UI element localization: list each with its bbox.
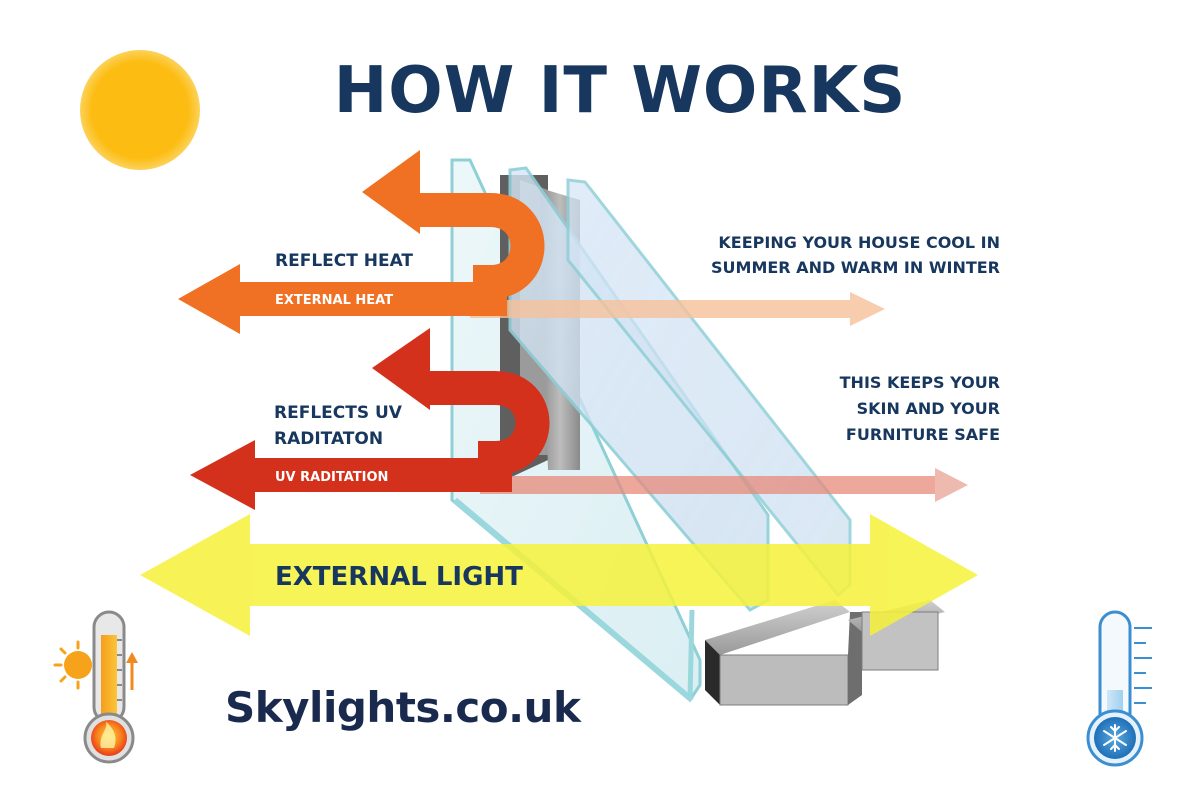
page-title: HOW IT WORKS	[334, 54, 907, 128]
hot-thermometer-icon	[53, 610, 138, 764]
brand-logo: Skylights.co.uk	[225, 683, 582, 732]
external-heat-arrow	[178, 264, 490, 334]
spacer-bar-shade-1	[848, 612, 862, 705]
uv-benefit-line-2: SKIN AND YOUR	[857, 399, 1000, 418]
cold-thermometer-icon	[1086, 610, 1152, 767]
uv-benefit-line-3: FURNITURE SAFE	[846, 425, 1000, 444]
external-light-arrow	[140, 514, 978, 636]
spacer-bar-end-1	[719, 654, 849, 706]
reflect-heat-label: REFLECT HEAT	[275, 251, 413, 271]
glass-edge-corner	[687, 609, 695, 701]
uv-pass-through-arrow	[480, 468, 968, 502]
external-heat-label: EXTERNAL HEAT	[275, 293, 393, 308]
reflect-uv-line-1: REFLECTS UV	[274, 403, 403, 423]
snowflake-icon	[1103, 724, 1127, 752]
spacer-bar-top-1	[705, 600, 850, 655]
heat-benefit-line-1: KEEPING YOUR HOUSE COOL IN	[718, 233, 1000, 252]
heat-reflect-curve	[420, 193, 545, 316]
uv-radiation-label: UV RADITATION	[275, 470, 388, 485]
uv-reflect-curve	[430, 371, 550, 492]
uv-benefit-line-1: THIS KEEPS YOUR	[840, 373, 1000, 392]
spacer-bar-side-1	[705, 640, 720, 705]
external-light-label: EXTERNAL LIGHT	[275, 562, 523, 592]
heat-pass-through-arrow	[470, 292, 885, 326]
uv-reflect-arrowhead	[372, 328, 430, 410]
heat-reflect-arrowhead	[362, 150, 420, 234]
reflect-uv-line-2: RADITATON	[274, 429, 383, 449]
uv-radiation-arrow	[190, 440, 495, 510]
heat-benefit-line-2: SUMMER AND WARM IN WINTER	[711, 258, 1000, 277]
sun-icon	[80, 50, 200, 170]
